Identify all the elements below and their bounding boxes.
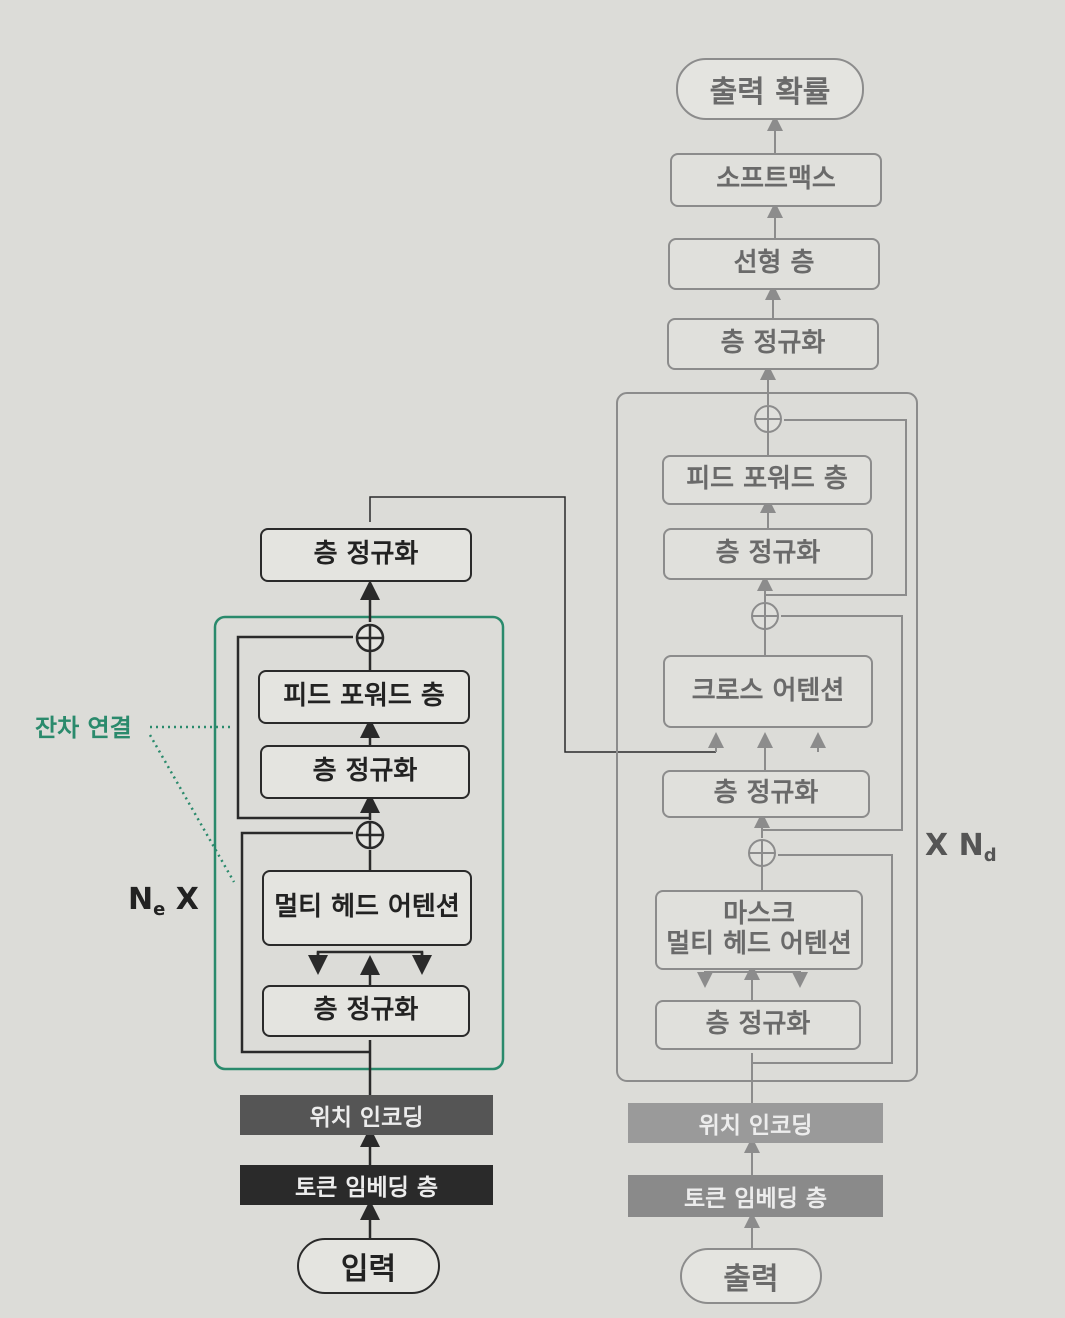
encoder-token-embedding: 토큰 임베딩 층	[240, 1165, 493, 1205]
encoder-feed-forward: 피드 포워드 층	[258, 670, 470, 724]
encoder-layer-norm-2: 층 정규화	[260, 745, 470, 799]
decoder-softmax: 소프트맥스	[670, 153, 882, 207]
residual-connection-label: 잔차 연결	[35, 714, 132, 742]
encoder-input: 입력	[297, 1238, 440, 1294]
decoder-feed-forward: 피드 포워드 층	[662, 455, 872, 505]
decoder-input: 출력	[680, 1248, 822, 1304]
encoder-repeat-label: Ne X	[128, 882, 199, 920]
decoder-repeat-label: X Nd	[925, 828, 997, 866]
decoder-masked-attention: 마스크 멀티 헤드 어텐션	[655, 890, 863, 970]
decoder-output-probs: 출력 확률	[676, 58, 864, 120]
decoder-layer-norm-2: 층 정규화	[662, 770, 870, 818]
decoder-positional-encoding: 위치 인코딩	[628, 1103, 883, 1143]
decoder-linear: 선형 층	[668, 238, 880, 290]
decoder-layer-norm-1: 층 정규화	[655, 1000, 861, 1050]
encoder-final-layer-norm: 층 정규화	[260, 528, 472, 582]
encoder-layer-norm-1: 층 정규화	[262, 985, 470, 1037]
encoder-block-border	[213, 615, 505, 1071]
decoder-cross-attention: 크로스 어텐션	[663, 655, 873, 728]
decoder-layer-norm-3: 층 정규화	[663, 528, 873, 580]
decoder-masked-line1: 마스크	[723, 899, 795, 930]
decoder-final-layer-norm: 층 정규화	[667, 318, 879, 370]
decoder-masked-line2: 멀티 헤드 어텐션	[666, 929, 852, 959]
encoder-multi-head-attention: 멀티 헤드 어텐션	[262, 870, 472, 946]
encoder-positional-encoding: 위치 인코딩	[240, 1095, 493, 1135]
decoder-token-embedding: 토큰 임베딩 층	[628, 1175, 883, 1217]
